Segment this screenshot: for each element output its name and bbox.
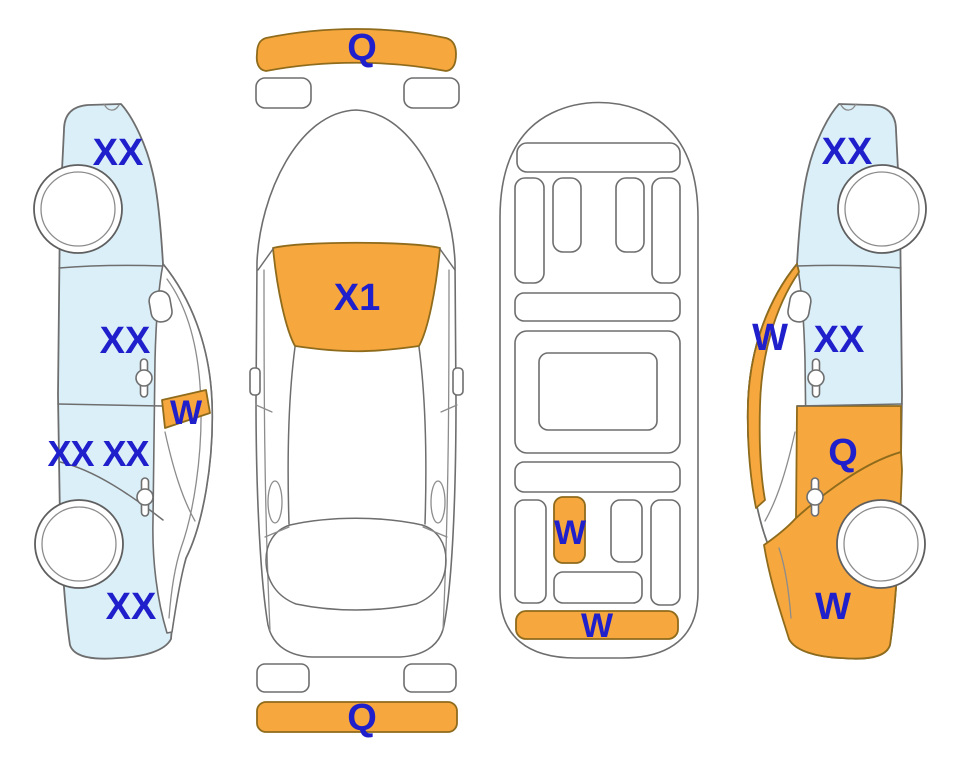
interior-seat-rect [615, 177, 645, 253]
top-front-bumper-highlight [255, 28, 457, 72]
top-taillight-left [256, 663, 310, 693]
top-door-line-right [440, 404, 458, 413]
interior-cross-panel [514, 461, 681, 493]
right-rear-door-highlight [795, 405, 902, 519]
right-rear-door-handle [806, 477, 824, 517]
left-rear-door-handle [136, 477, 154, 517]
right-bumper-seam [840, 103, 857, 111]
top-mirror-right [452, 367, 464, 396]
interior-rear-panel-highlight [515, 610, 679, 640]
damage-code: W [752, 317, 788, 359]
right-roof-inner-line [778, 547, 792, 619]
interior-seat-rect [651, 177, 681, 284]
left-front-wheel [33, 164, 123, 254]
right-front-wheel-rim [844, 171, 920, 247]
top-rear-bumper-highlight [256, 701, 458, 733]
interior-floor-rect [553, 571, 643, 604]
left-door-line-rear [59, 461, 164, 521]
interior-dash-panel [516, 142, 681, 173]
interior-view: W W [499, 101, 699, 659]
right-side-view: XX W XX Q W [746, 103, 927, 660]
interior-floor-highlight [553, 496, 586, 564]
right-door-line-front [796, 264, 902, 269]
damage-code: XX XX [47, 433, 149, 474]
right-front-door-handle [807, 358, 825, 398]
top-headlight-right [403, 77, 460, 109]
top-side-line-left [263, 269, 271, 631]
top-body-outline [255, 109, 457, 658]
damage-code: XX [106, 586, 157, 628]
interior-floor-rect [650, 499, 681, 606]
left-door-line-front [58, 264, 164, 269]
left-side-view: XX XX W XX XX XX [33, 103, 214, 660]
right-front-wheel [837, 164, 927, 254]
right-apillar-highlight [746, 263, 800, 509]
top-taillight-right [403, 663, 457, 693]
damage-code: W [815, 586, 851, 628]
damage-code: XX [93, 132, 144, 174]
left-front-door-handle [135, 358, 153, 398]
top-quarter-window-left [267, 480, 283, 524]
interior-cross-panel [514, 292, 681, 322]
top-quarter-window-right [430, 480, 446, 524]
damage-code: XX [822, 131, 873, 173]
left-bpillar-highlight [161, 389, 211, 429]
damage-code: Q [828, 432, 858, 474]
damage-code: XX [814, 319, 865, 361]
right-rear-wheel [836, 499, 926, 589]
top-roofline-left [287, 346, 296, 525]
damage-code: W [554, 514, 587, 552]
damage-code: Q [347, 27, 377, 69]
damage-code: Q [347, 697, 377, 739]
right-pillar-line [764, 431, 796, 522]
left-roof-inner-line [166, 278, 202, 619]
top-view: Q X1 Q [249, 27, 464, 739]
damage-code: XX [100, 320, 151, 362]
top-side-line-right [442, 269, 450, 631]
interior-seat-rect [552, 177, 582, 253]
top-mirror-left [249, 367, 261, 396]
interior-rear-seat-inner [538, 352, 658, 431]
left-greenhouse [152, 263, 214, 634]
interior-floor-rect [514, 499, 547, 604]
top-rear-window [265, 517, 447, 611]
damage-code: X1 [334, 277, 380, 319]
top-apillar-right [439, 248, 456, 271]
interior-floor-rect [610, 499, 643, 563]
top-cpillar-left [264, 526, 290, 538]
top-door-line-left [255, 404, 273, 413]
left-rear-wheel [34, 499, 124, 589]
left-bumper-seam [103, 103, 120, 111]
left-door-line-mid [57, 403, 164, 407]
top-roofline-right [418, 346, 427, 525]
left-front-wheel-rim [40, 171, 116, 247]
damage-code: W [170, 394, 203, 432]
left-mirror [148, 290, 173, 323]
top-windshield-highlight [272, 241, 441, 353]
right-door-line-mid [796, 403, 903, 407]
top-cpillar-right [422, 526, 448, 538]
right-rear-wheel-rim [843, 506, 919, 582]
left-pillar-line [164, 431, 196, 522]
damage-code: W [581, 607, 614, 645]
top-headlight-left [255, 77, 312, 109]
right-mirror [787, 290, 812, 323]
interior-seat-rect [514, 177, 545, 284]
left-rear-wheel-rim [41, 506, 117, 582]
top-apillar-left [257, 248, 274, 271]
